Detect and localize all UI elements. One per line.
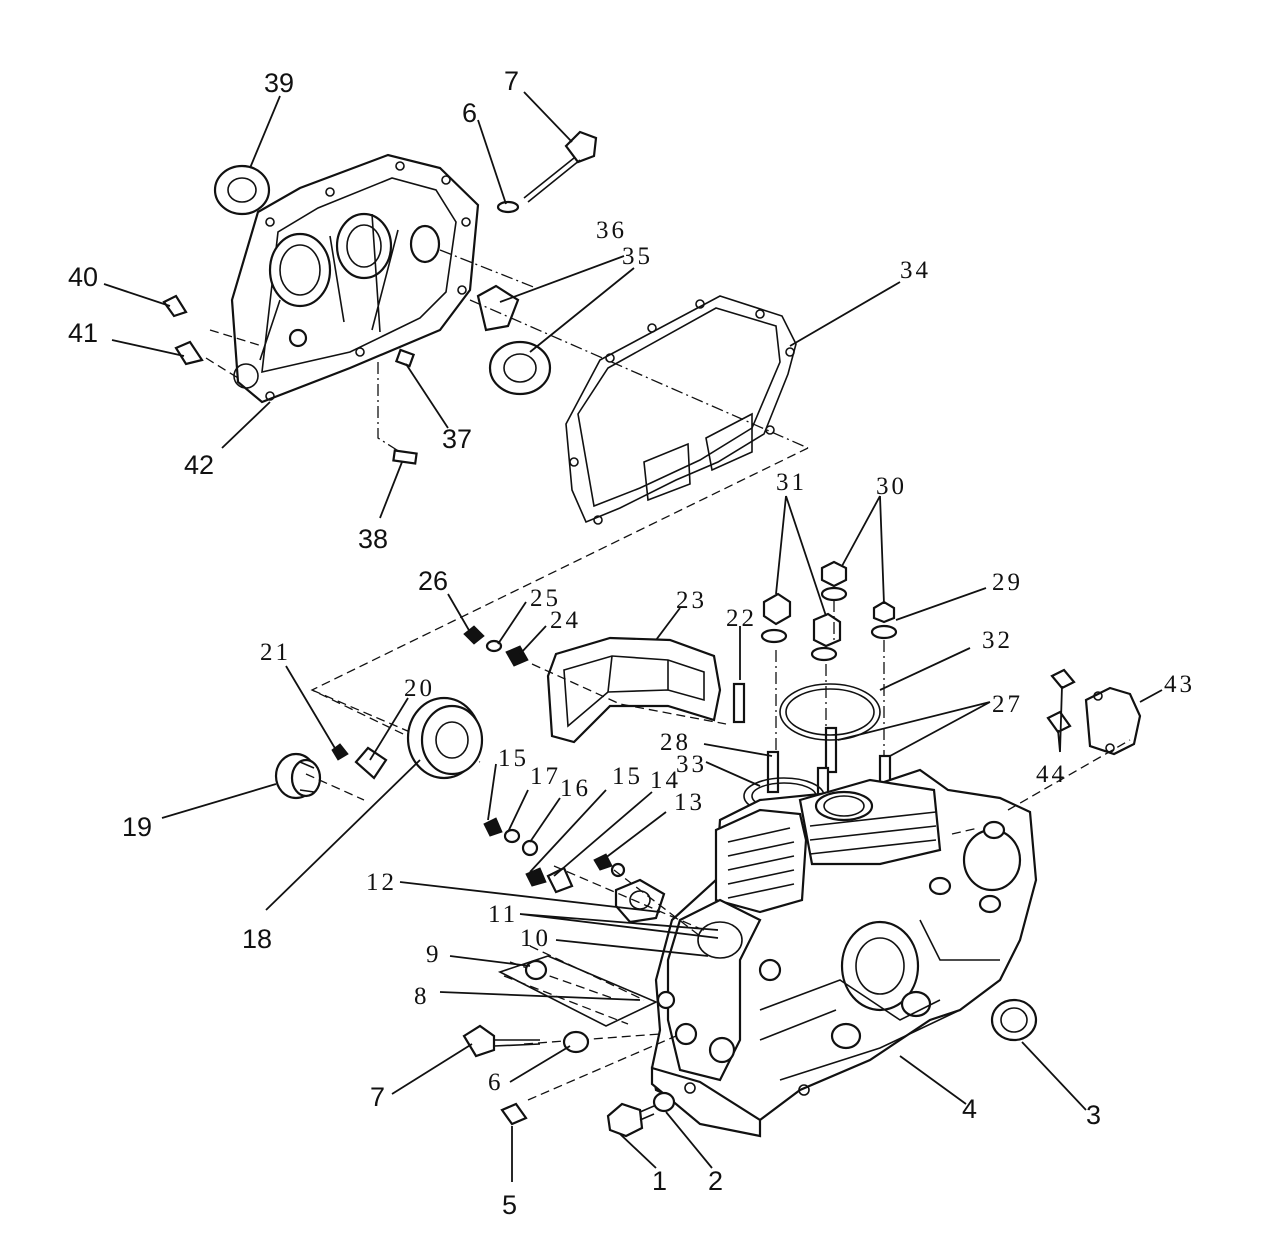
screw-13 <box>593 853 626 878</box>
label-37: 37 <box>442 424 472 454</box>
label-18: 18 <box>242 924 272 954</box>
leader-lines <box>103 91 1163 1182</box>
pin-38 <box>392 449 418 465</box>
label-35: 35 <box>622 243 653 270</box>
label-23: 23 <box>676 587 707 614</box>
label-15b: 15 <box>612 763 643 790</box>
dipstick-bottom-7 <box>462 1024 541 1058</box>
guard-23 <box>546 636 722 744</box>
bolt-41 <box>174 340 204 366</box>
label-5: 5 <box>502 1190 517 1220</box>
oil-seal-3 <box>990 998 1038 1042</box>
label-32: 32 <box>982 627 1013 654</box>
oil-seal-39 <box>213 164 271 216</box>
pin-37 <box>394 348 416 368</box>
label-16: 16 <box>560 775 591 802</box>
label-43: 43 <box>1164 671 1195 698</box>
label-33: 33 <box>676 751 707 778</box>
cover-12 <box>614 878 666 924</box>
label-14: 14 <box>650 767 681 794</box>
nut-30 <box>820 560 848 602</box>
bolt-40 <box>162 294 188 318</box>
sleeve-36 <box>476 284 520 332</box>
crankcase-4 <box>650 768 1038 1138</box>
bearing-35 <box>488 340 552 396</box>
gasket-34 <box>565 295 797 525</box>
cap-9 <box>524 959 548 981</box>
gear-19 <box>274 752 322 800</box>
screw-26 <box>463 625 485 645</box>
nut-31a <box>760 592 792 644</box>
label-40: 40 <box>68 262 98 292</box>
cover-43 <box>1084 686 1142 756</box>
label-20: 20 <box>404 675 435 702</box>
label-8: 8 <box>414 983 430 1010</box>
label-42: 42 <box>184 450 214 480</box>
label-13: 13 <box>674 789 705 816</box>
nut-29 <box>870 600 898 640</box>
label-6-top: 6 <box>462 98 477 128</box>
label-17: 17 <box>530 763 561 790</box>
label-7-top: 7 <box>504 66 519 96</box>
label-36: 36 <box>596 217 627 244</box>
label-28: 28 <box>660 729 691 756</box>
label-10: 10 <box>520 925 551 952</box>
label-4: 4 <box>962 1094 977 1124</box>
label-44: 44 <box>1036 761 1067 788</box>
label-7-bottom: 7 <box>370 1082 385 1112</box>
screw-21 <box>331 743 349 761</box>
label-25: 25 <box>530 585 561 612</box>
screw-15 <box>483 817 503 837</box>
label-6-bottom: 6 <box>488 1069 504 1096</box>
part-labels: 39 7 6 36 35 34 40 41 42 37 38 31 30 29 … <box>68 66 1195 1220</box>
washer-2 <box>652 1091 676 1113</box>
nut-31b <box>810 612 842 662</box>
key-22 <box>732 682 746 724</box>
label-26: 26 <box>418 566 448 596</box>
nut-16 <box>521 839 539 857</box>
oring-6 <box>562 1030 590 1054</box>
label-21: 21 <box>260 639 291 666</box>
label-11: 11 <box>488 901 518 928</box>
label-24: 24 <box>550 607 581 634</box>
label-39: 39 <box>264 68 294 98</box>
label-3: 3 <box>1086 1100 1101 1130</box>
label-27: 27 <box>992 691 1023 718</box>
dipstick-top-7 <box>496 130 598 214</box>
head-gasket-32 <box>779 683 881 741</box>
label-9: 9 <box>426 941 442 968</box>
label-30: 30 <box>876 473 907 500</box>
label-29: 29 <box>992 569 1023 596</box>
washer-17 <box>503 828 521 844</box>
plug-5 <box>500 1102 528 1126</box>
plate-20 <box>354 746 388 780</box>
label-38: 38 <box>358 524 388 554</box>
label-34: 34 <box>900 257 931 284</box>
label-15a: 15 <box>498 745 529 772</box>
plate-14 <box>546 866 574 894</box>
label-1: 1 <box>652 1166 667 1196</box>
bolts-44 <box>1046 668 1076 734</box>
screw-15b <box>525 867 547 887</box>
label-22: 22 <box>726 605 757 632</box>
label-2: 2 <box>708 1166 723 1196</box>
crankcase-cover <box>230 153 480 404</box>
bearing-18 <box>406 696 484 780</box>
label-31: 31 <box>776 469 807 496</box>
label-19: 19 <box>122 812 152 842</box>
label-12: 12 <box>366 869 397 896</box>
label-41: 41 <box>68 318 98 348</box>
bolt-1 <box>606 1102 655 1138</box>
